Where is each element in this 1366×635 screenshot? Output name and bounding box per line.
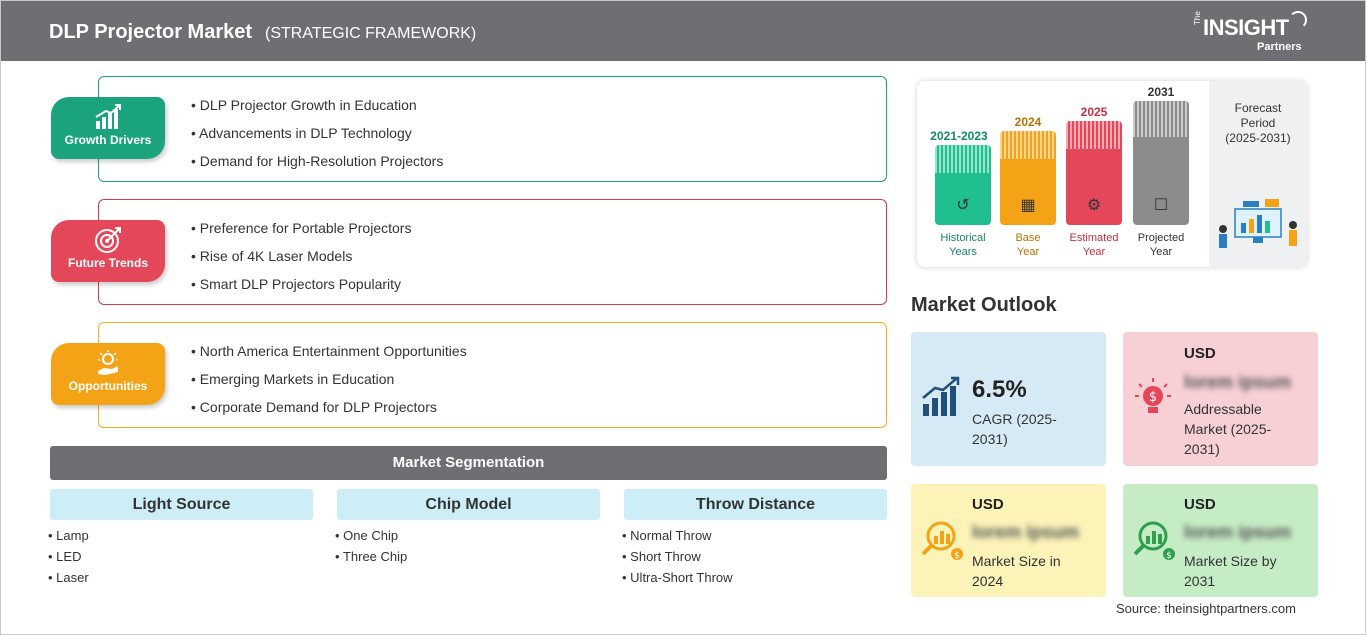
list-item: One Chip	[335, 525, 407, 546]
page-header: DLP Projector Market (STRATEGIC FRAMEWOR…	[1, 1, 1365, 61]
logo-the-text: The	[1193, 11, 1202, 25]
list-item: Three Chip	[335, 546, 407, 567]
chip-model-list: One Chip Three Chip	[335, 525, 407, 567]
list-item: Preference for Portable Projectors	[191, 218, 412, 246]
size-2024-label: Market Size in 2024	[972, 553, 1061, 589]
addressable-label: Addressable Market (2025-2031)	[1184, 401, 1272, 457]
future-trends-box: Preference for Portable Projectors Rise …	[98, 199, 887, 305]
lightbulb-hand-icon	[51, 349, 165, 377]
opportunities-list: North America Entertainment Opportunitie…	[191, 341, 467, 425]
year-label-base: 2024	[1014, 115, 1042, 129]
list-item: Advancements in DLP Technology	[191, 123, 443, 151]
segment-heading-chip-model: Chip Model	[337, 489, 600, 520]
svg-text:$: $	[954, 551, 960, 561]
bar-base: ▦	[1000, 131, 1056, 225]
list-item: LED	[48, 546, 89, 567]
bar-historical: ↺	[935, 145, 991, 225]
growth-bars-icon	[921, 376, 961, 426]
target-icon	[51, 226, 165, 254]
year-label-estimated: 2025	[1080, 105, 1108, 119]
cagr-card: 6.5% CAGR (2025-2031)	[911, 332, 1106, 466]
market-outlook-title: Market Outlook	[911, 294, 1057, 316]
addressable-value: lorem ipsum	[1184, 372, 1292, 392]
insight-partners-logo: The INSIGHT Partners	[1193, 11, 1313, 55]
market-size-2024-card: USD lorem ipsum $ Market Size in 2024	[911, 484, 1106, 597]
svg-text:$: $	[1166, 551, 1172, 561]
presentation-icon: ☐	[1153, 197, 1169, 214]
list-item: Lamp	[48, 525, 89, 546]
cagr-label: CAGR (2025-2031)	[972, 411, 1057, 447]
cagr-value: 6.5%	[972, 376, 1027, 403]
list-item: Demand for High-Resolution Projectors	[191, 151, 444, 179]
list-item: Ultra-Short Throw	[622, 567, 732, 588]
money-bulb-icon: $	[1133, 376, 1173, 428]
page-title: DLP Projector Market	[49, 21, 253, 43]
list-item: Normal Throw	[622, 525, 733, 546]
chart-growth-icon	[51, 103, 165, 131]
size-2031-value: lorem ipsum	[1184, 522, 1292, 542]
logo-partners-text: Partners	[1257, 41, 1302, 53]
growth-drivers-badge: Growth Drivers	[51, 97, 165, 159]
throw-distance-list: Normal Throw Short Throw Ultra-Short Thr…	[622, 525, 733, 588]
size-2031-label: Market Size by 2031	[1184, 553, 1277, 589]
list-item: Laser	[48, 567, 89, 588]
growth-drivers-list: DLP Projector Growth in Education Advanc…	[191, 95, 443, 179]
size-2024-usd: USD	[972, 496, 1004, 513]
badge-label: Future Trends	[67, 256, 148, 270]
addressable-usd: USD	[1184, 345, 1216, 362]
opportunities-badge: Opportunities	[51, 343, 165, 405]
size-2031-usd: USD	[1184, 496, 1216, 513]
svg-text:$: $	[1149, 390, 1157, 405]
year-label-historical: 2021-2023	[930, 129, 988, 143]
future-trends-badge: Future Trends	[51, 220, 165, 282]
badge-label: Growth Drivers	[64, 133, 152, 147]
market-size-2031-card: USD lorem ipsum $ Market Size by 2031	[1123, 484, 1318, 597]
badge-label: Opportunities	[68, 379, 148, 393]
estimate-icon: ⚙	[1086, 197, 1102, 214]
segment-heading-light-source: Light Source	[50, 489, 313, 520]
history-icon: ↺	[956, 197, 970, 214]
bar-estimated: ⚙	[1066, 121, 1122, 225]
magnifier-chart-icon: $	[1133, 518, 1179, 572]
future-trends-list: Preference for Portable Projectors Rise …	[191, 218, 412, 302]
list-item: Corporate Demand for DLP Projectors	[191, 397, 467, 425]
forecast-period-label: Forecast Period (2025-2031)	[1225, 101, 1291, 145]
source-citation: Source: theinsightpartners.com	[1116, 601, 1296, 616]
calendar-icon: ▦	[1020, 197, 1036, 214]
segment-heading-throw-distance: Throw Distance	[624, 489, 887, 520]
size-2024-value: lorem ipsum	[972, 522, 1080, 542]
logo-insight-text: INSIGHT	[1203, 15, 1289, 40]
list-item: DLP Projector Growth in Education	[191, 95, 443, 123]
light-source-list: Lamp LED Laser	[48, 525, 89, 588]
opportunities-box: North America Entertainment Opportunitie…	[98, 322, 887, 428]
year-label-projected: 2031	[1147, 85, 1175, 99]
addressable-market-card: USD lorem ipsum $ Addressable Market (20…	[1123, 332, 1318, 466]
page-subtitle: (STRATEGIC FRAMEWORK)	[265, 25, 477, 42]
analyst-illustration-icon	[1213, 199, 1303, 260]
list-item: Smart DLP Projectors Popularity	[191, 274, 411, 302]
market-segmentation-bar: Market Segmentation	[50, 446, 887, 480]
list-item: Short Throw	[622, 546, 733, 567]
magnifier-chart-icon: $	[921, 518, 967, 572]
list-item: Rise of 4K Laser Models	[191, 246, 411, 274]
bar-projected: ☐	[1133, 101, 1189, 225]
logo-arc-icon	[1289, 11, 1307, 29]
list-item: North America Entertainment Opportunitie…	[191, 341, 467, 369]
growth-drivers-box: DLP Projector Growth in Education Advanc…	[98, 76, 887, 182]
list-item: Emerging Markets in Education	[191, 369, 467, 397]
